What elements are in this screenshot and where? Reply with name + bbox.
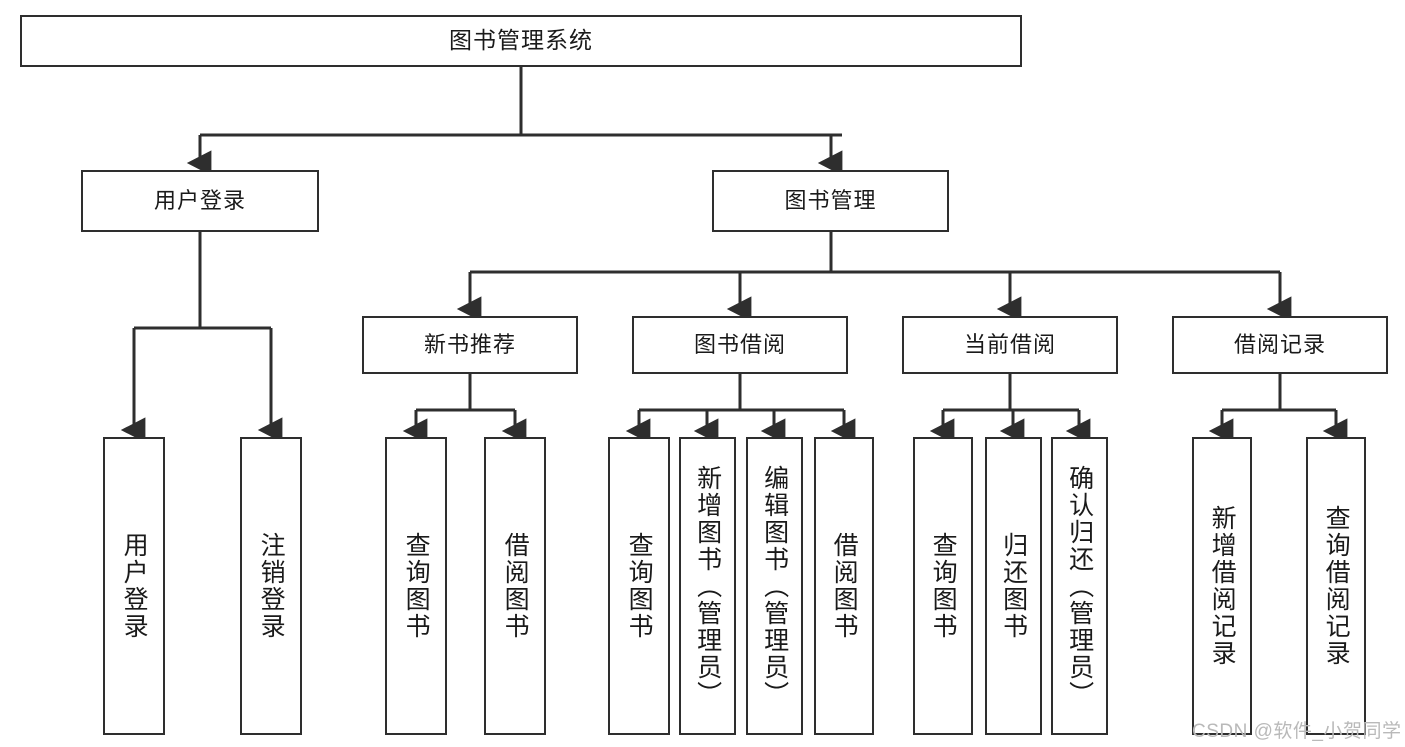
leaf-user-login[interactable]: 用户登录 [103, 437, 165, 735]
node-label: 借阅记录 [1233, 331, 1326, 357]
leaf-borrow-book[interactable]: 借阅图书 [814, 437, 874, 735]
node-label: 当前借阅 [963, 331, 1056, 357]
leaf-return-book[interactable]: 归还图书 [985, 437, 1042, 735]
node-label: 新增借阅记录 [1208, 505, 1237, 667]
leaf-query-book-borrow[interactable]: 查询图书 [608, 437, 670, 735]
node-new-book-recommend[interactable]: 新书推荐 [362, 316, 578, 374]
leaf-query-book-current[interactable]: 查询图书 [913, 437, 973, 735]
node-book-management[interactable]: 图书管理 [712, 170, 949, 232]
node-borrow-record[interactable]: 借阅记录 [1172, 316, 1388, 374]
node-book-borrow[interactable]: 图书借阅 [632, 316, 848, 374]
node-user-login[interactable]: 用户登录 [81, 170, 319, 232]
node-label: 新增图书（管理员） [693, 464, 722, 708]
node-label: 借阅图书 [501, 532, 530, 640]
leaf-query-borrow-record[interactable]: 查询借阅记录 [1306, 437, 1366, 735]
leaf-borrow-book-newbook[interactable]: 借阅图书 [484, 437, 546, 735]
node-label: 确认归还（管理员） [1065, 464, 1094, 708]
node-root-book-management-system[interactable]: 图书管理系统 [20, 15, 1022, 67]
leaf-query-book-newbook[interactable]: 查询图书 [385, 437, 447, 735]
node-label: 图书管理系统 [449, 27, 593, 54]
node-label: 用户登录 [153, 187, 246, 213]
node-label: 查询图书 [929, 532, 958, 640]
leaf-add-book-admin[interactable]: 新增图书（管理员） [679, 437, 736, 735]
leaf-confirm-return-admin[interactable]: 确认归还（管理员） [1051, 437, 1108, 735]
leaf-add-borrow-record[interactable]: 新增借阅记录 [1192, 437, 1252, 735]
node-label: 查询图书 [402, 532, 431, 640]
node-label: 用户登录 [120, 532, 149, 640]
csdn-watermark: CSDN @软件_小贺同学 [1192, 721, 1402, 742]
node-label: 编辑图书（管理员） [760, 464, 789, 708]
node-label: 图书借阅 [693, 331, 786, 357]
node-label: 查询图书 [625, 532, 654, 640]
node-label: 新书推荐 [423, 331, 516, 357]
node-current-borrow[interactable]: 当前借阅 [902, 316, 1118, 374]
node-label: 归还图书 [999, 532, 1028, 640]
node-label: 图书管理 [784, 187, 877, 213]
leaf-edit-book-admin[interactable]: 编辑图书（管理员） [746, 437, 803, 735]
node-label: 查询借阅记录 [1322, 505, 1351, 667]
leaf-logout[interactable]: 注销登录 [240, 437, 302, 735]
node-label: 注销登录 [257, 532, 286, 640]
node-label: 借阅图书 [830, 532, 859, 640]
